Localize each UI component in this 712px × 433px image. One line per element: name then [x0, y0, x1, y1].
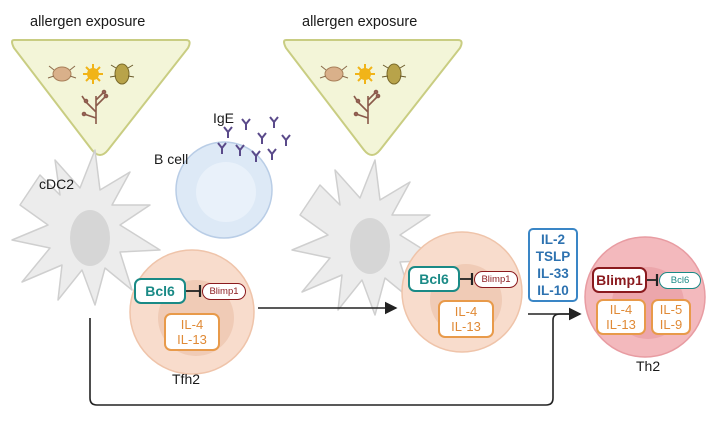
cockroach-icon	[109, 63, 135, 85]
signal-tslp: TSLP	[535, 249, 571, 264]
repression-bar-middle	[460, 273, 474, 285]
signal-il33: IL-33	[537, 266, 569, 281]
pollen-icon	[83, 64, 103, 84]
plant-icon	[353, 89, 381, 124]
middle-blimp1-box: Blimp1	[474, 271, 518, 288]
cdc2-label: cDC2	[39, 176, 75, 192]
tfh2-cytokine-box: IL-4 IL-13	[164, 313, 220, 351]
signal-il10: IL-10	[537, 283, 569, 298]
allergen-exposure-label-2: allergen exposure	[302, 14, 418, 30]
ige-label: IgE	[213, 110, 235, 126]
pollen-icon	[355, 64, 375, 84]
signal-il2: IL-2	[540, 232, 565, 247]
tfh2-blimp1-box: Blimp1	[202, 283, 246, 300]
th2-blimp1-box: Blimp1	[592, 267, 647, 293]
ige-antibodies-icon	[217, 116, 291, 162]
tfh2-bcl6-box: Bcl6	[134, 278, 186, 304]
cdc2-dendritic-cell	[11, 149, 161, 306]
repression-bar-th2	[647, 274, 659, 286]
tfh2-cell	[129, 249, 255, 375]
th2-cytokine-box-left: IL-4 IL-13	[596, 299, 646, 335]
arrow-cdc2-to-th2	[89, 307, 582, 406]
b-cell	[175, 141, 273, 239]
allergen-panel-2	[283, 39, 463, 156]
allergen-panel-1	[11, 39, 191, 156]
th2-bcl6-box: Bcl6	[659, 272, 701, 289]
dust-mite-icon	[47, 65, 77, 82]
tfh2-cytokine-il13: IL-13	[177, 332, 207, 347]
th2-cytokine-il13: IL-13	[606, 317, 636, 332]
tfh2-label: Tfh2	[172, 371, 201, 387]
th2-cytokine-il4: IL-4	[609, 302, 633, 317]
dust-mite-icon	[319, 65, 349, 82]
cockroach-icon	[381, 63, 407, 85]
middle-cytokine-box: IL-4 IL-13	[438, 300, 494, 338]
tfh2-cytokine-il4: IL-4	[180, 317, 204, 332]
th2-cell	[584, 236, 706, 358]
allergen-exposure-label-1: allergen exposure	[30, 14, 146, 30]
middle-cytokine-il13: IL-13	[451, 319, 481, 334]
th2-cytokine-box-right: IL-5 IL-9	[651, 299, 691, 335]
signal-cytokines-box: IL-2 TSLP IL-33 IL-10	[528, 228, 578, 302]
middle-cytokine-il4: IL-4	[454, 304, 478, 319]
b-cell-label: B cell	[154, 151, 189, 167]
th2-cytokine-il9: IL-9	[659, 317, 683, 332]
th2-cytokine-il5: IL-5	[659, 302, 683, 317]
middle-bcl6-box: Bcl6	[408, 266, 460, 292]
th2-label: Th2	[636, 358, 661, 374]
plant-icon	[81, 89, 109, 124]
repression-bar-tfh2	[186, 285, 202, 297]
